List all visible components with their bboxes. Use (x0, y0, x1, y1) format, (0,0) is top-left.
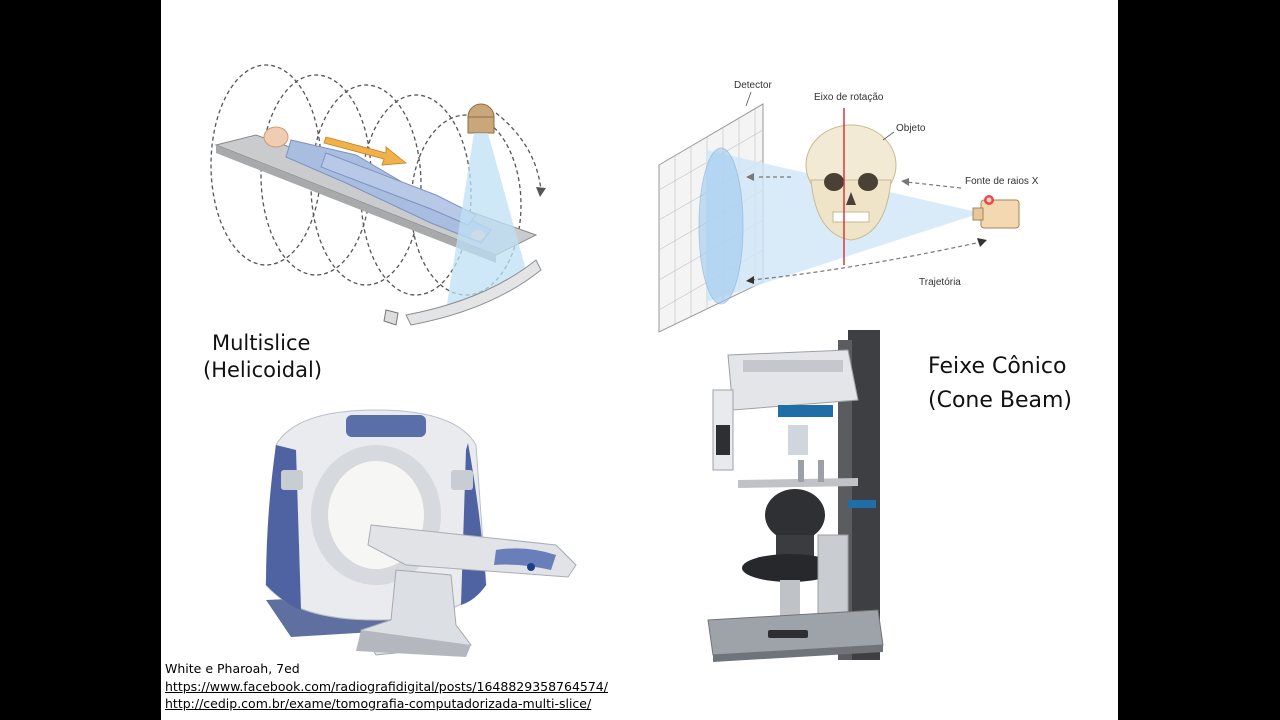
slide: Multislice (Helicoidal) Detector Eixo de… (161, 0, 1118, 720)
credit-link-facebook[interactable]: https://www.facebook.com/radiografidigit… (165, 678, 608, 694)
conebeam-caption: Feixe Cônico (Cone Beam) (928, 350, 1072, 418)
cone-beam-diagram: Detector Eixo de rotação Objeto Fonte de… (658, 80, 1039, 333)
credits: White e Pharoah, 7ed https://www.faceboo… (165, 660, 608, 713)
rotation-axis-label: Eixo de rotação (814, 92, 884, 103)
cbct-machine-photo (688, 330, 890, 680)
multislice-title: Multislice (212, 331, 311, 355)
xray-source-label: Fonte de raios X (965, 176, 1039, 187)
multislice-caption: Multislice (Helicoidal) (203, 330, 322, 384)
conebeam-title: Feixe Cônico (928, 354, 1067, 379)
trajectory-label: Trajetória (919, 277, 961, 288)
credit-book: White e Pharoah, 7ed (165, 661, 300, 676)
multislice-subtitle: (Helicoidal) (203, 358, 323, 382)
object-label: Objeto (896, 123, 926, 134)
credit-link-cedip[interactable]: http://cedip.com.br/exame/tomografia-com… (165, 696, 592, 711)
helical-ct-diagram (210, 64, 546, 326)
ct-scanner-photo (265, 409, 577, 657)
conebeam-subtitle: (Cone Beam) (928, 388, 1072, 413)
detector-label: Detector (734, 80, 772, 91)
